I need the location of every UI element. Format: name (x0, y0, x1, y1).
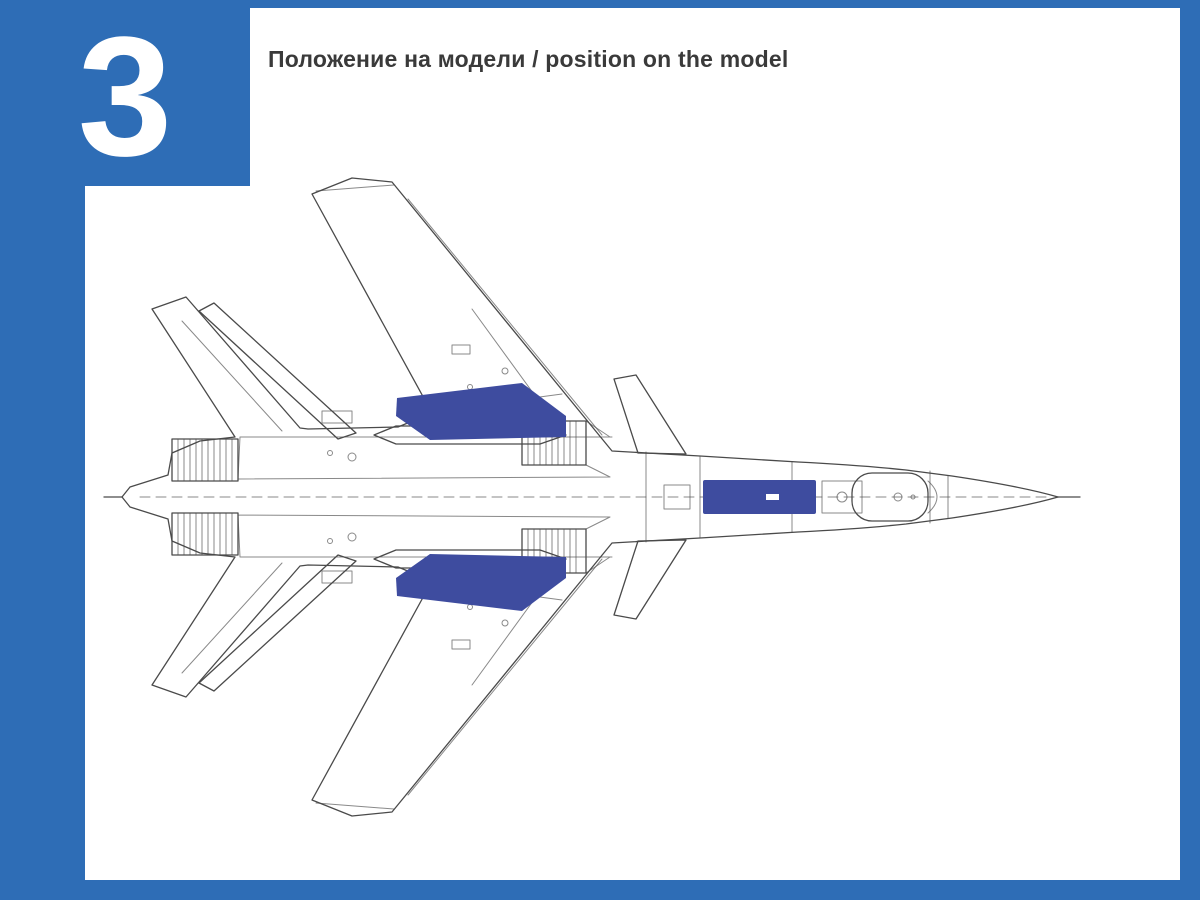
radome-joints (929, 470, 949, 524)
windshield-line (927, 480, 938, 514)
detail-hatch (321, 410, 353, 424)
equipment-bay (663, 484, 691, 510)
detail-circle (327, 450, 333, 456)
detail-circle (467, 384, 473, 390)
fuselage-center-details (103, 451, 1081, 543)
detail-circle (501, 367, 509, 375)
aircraft-half (121, 177, 1059, 498)
detail-circle (893, 492, 903, 502)
aircraft-top-view (103, 177, 1081, 817)
page-title: Положение на модели / position on the mo… (268, 46, 789, 72)
step-number-box: 3 (0, 0, 250, 186)
airframe-outline (121, 177, 1059, 498)
step-number: 3 (77, 2, 173, 192)
engine-nozzle (171, 438, 239, 482)
intake-ribs (527, 420, 577, 466)
fuselage-highlight-tick (766, 494, 779, 500)
detail-circle (347, 452, 357, 462)
frame-right (1180, 0, 1200, 900)
detail-hatch (451, 344, 471, 355)
fuselage-highlight (703, 480, 816, 514)
equipment-bay (821, 480, 863, 514)
canard (613, 374, 687, 455)
aircraft-half-mirror (121, 496, 1059, 817)
wing-root-highlight (396, 383, 566, 440)
canopy (851, 472, 929, 522)
detail-circle (836, 491, 848, 503)
nozzle-ribs (177, 438, 233, 482)
detail-circle (910, 494, 916, 500)
frame-top (0, 0, 1200, 8)
frame-bottom (0, 880, 1200, 900)
stabilizer-panel-line (181, 320, 283, 432)
